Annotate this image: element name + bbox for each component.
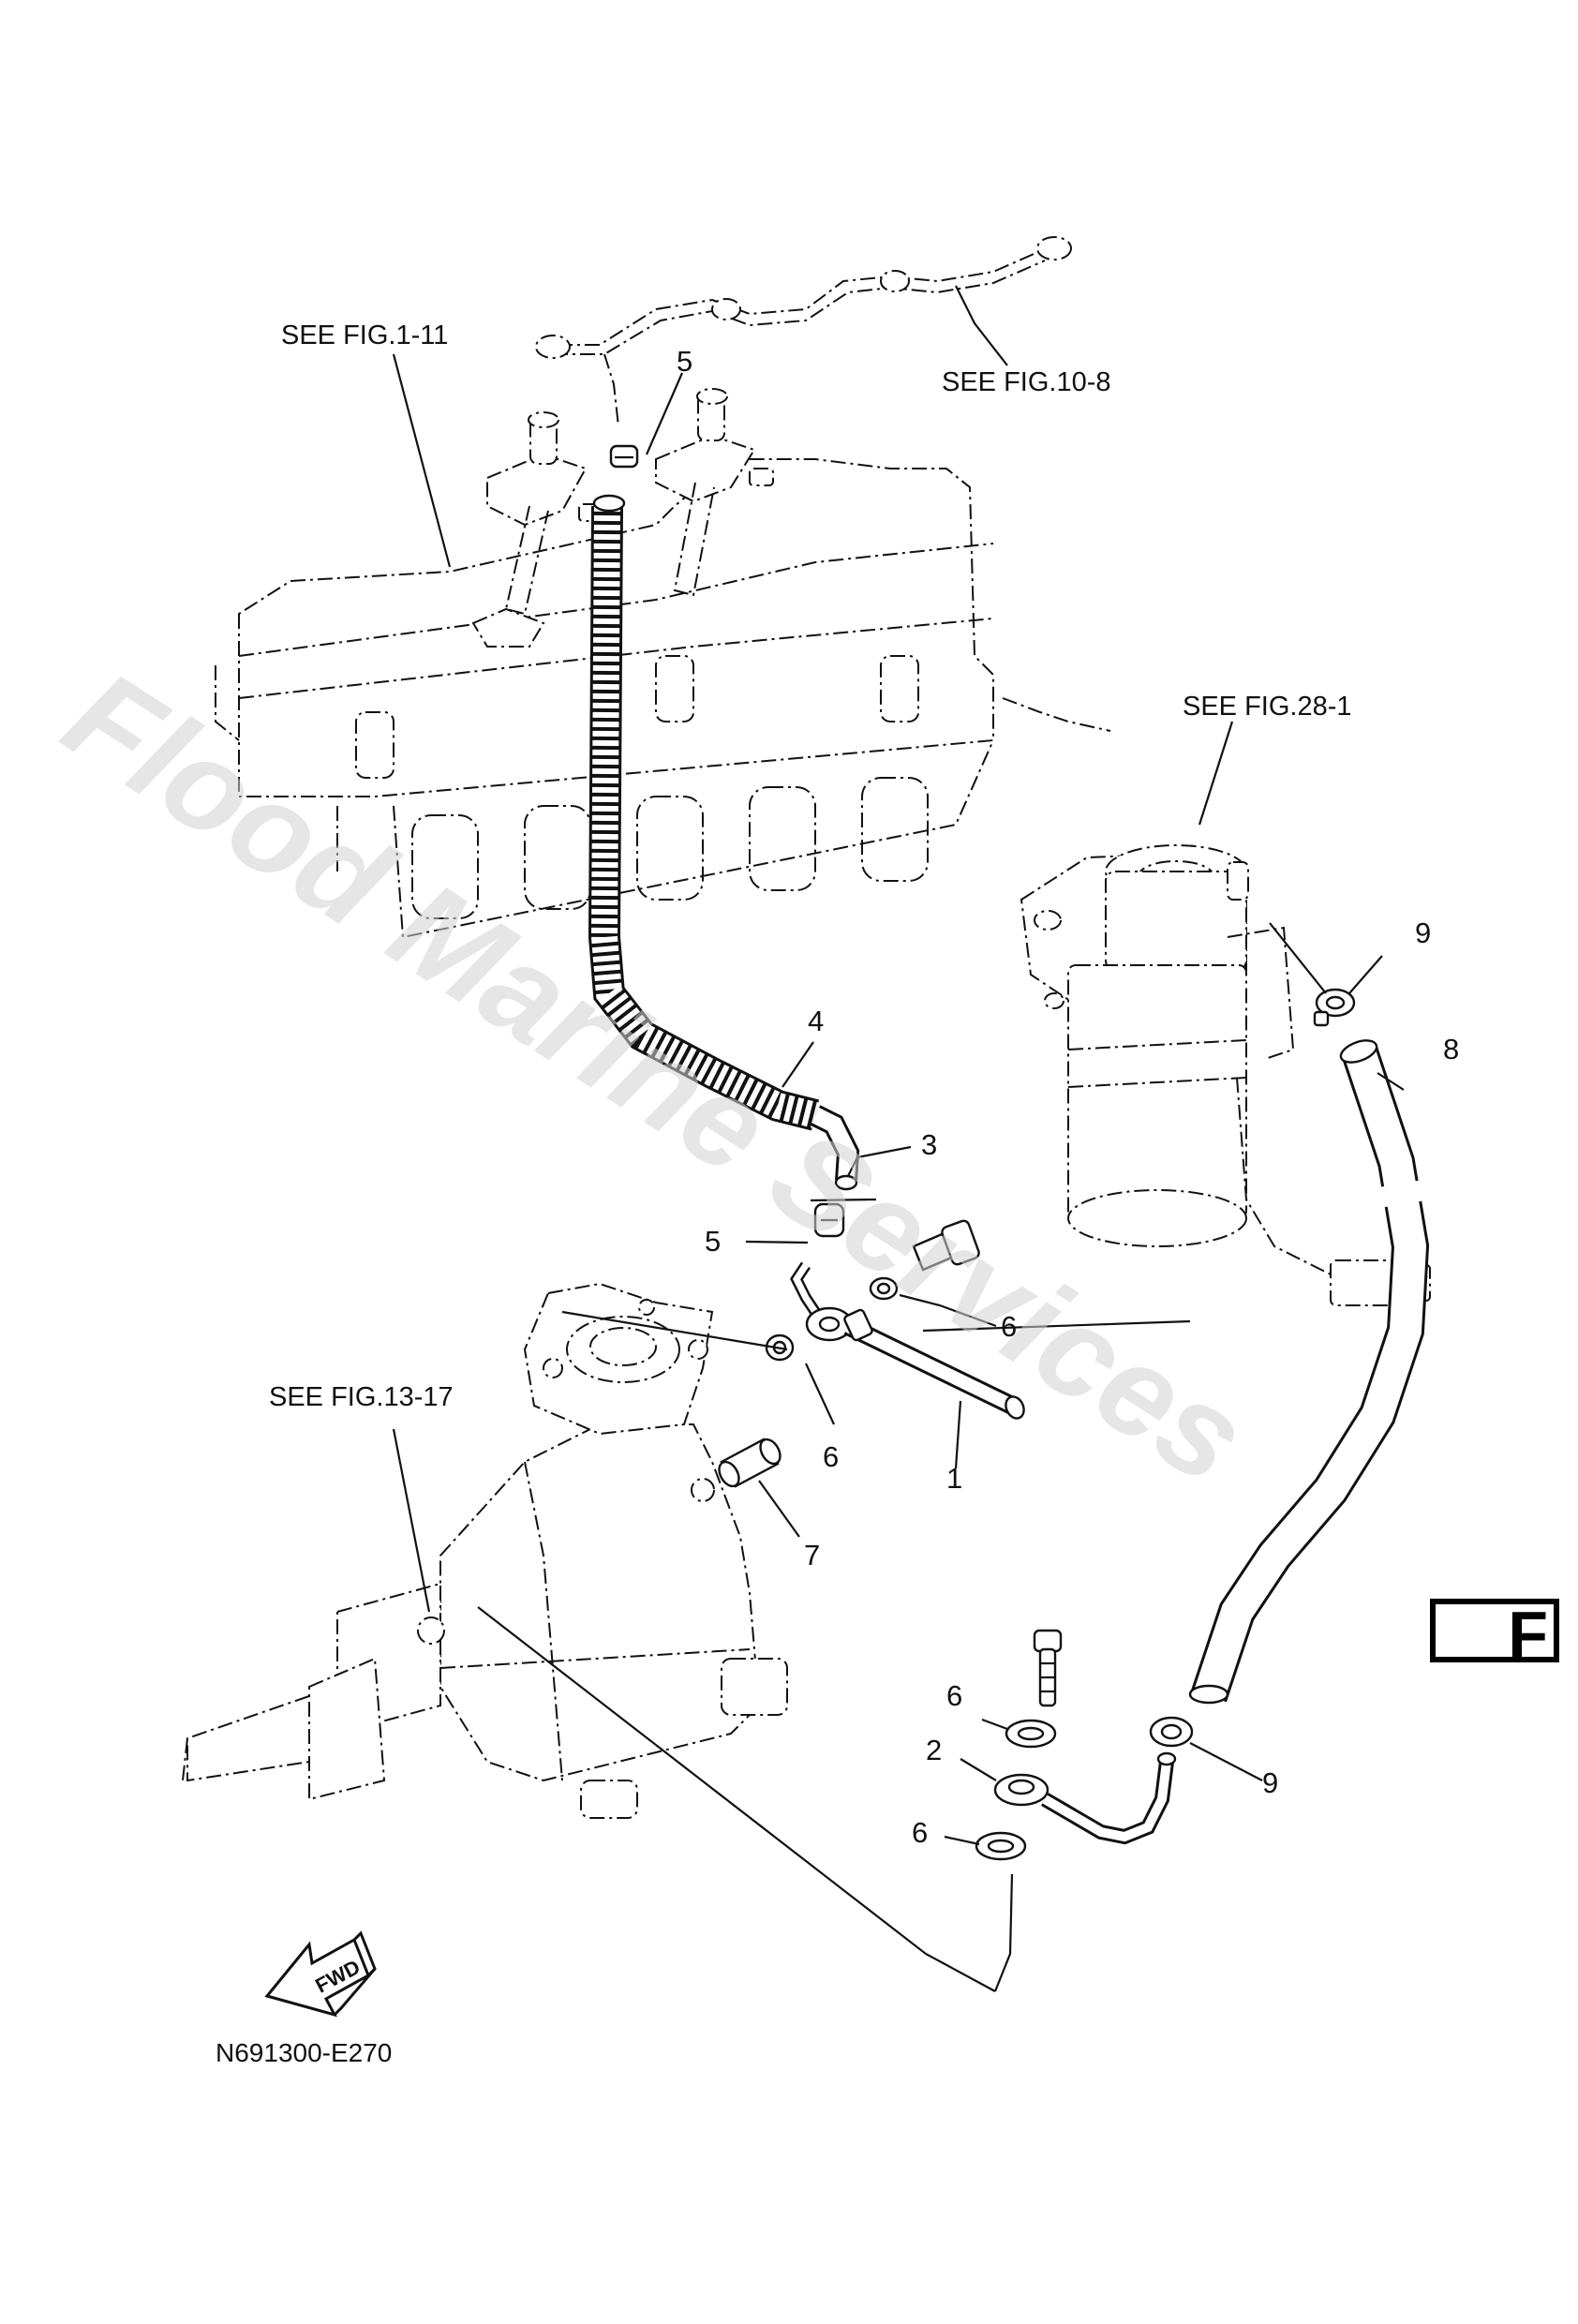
fwd-arrow-icon: FWD xyxy=(264,1930,377,2018)
callout-9-top: 9 xyxy=(1415,916,1431,949)
union-bolt-lower xyxy=(1033,1629,1063,1707)
callout-6-c: 6 xyxy=(946,1679,962,1712)
callout-6-b: 6 xyxy=(823,1440,839,1473)
part-7-fitting xyxy=(718,1438,782,1488)
drive-shaft xyxy=(182,1695,310,1782)
part-9-clamp-top xyxy=(1313,988,1356,1027)
part-9-clamp-bottom xyxy=(1149,1716,1194,1748)
page-mark-letter: F xyxy=(1508,1598,1548,1671)
part-6-washer-c xyxy=(1005,1719,1057,1749)
callout-2: 2 xyxy=(926,1734,942,1766)
callout-5-top: 5 xyxy=(677,345,692,378)
fuel-filter-assembly xyxy=(1020,844,1431,1306)
callout-7: 7 xyxy=(804,1539,820,1572)
union-bolt xyxy=(912,1219,980,1272)
drawing-code: N691300-E270 xyxy=(216,2038,392,2067)
figure-references: SEE FIG.1-11 SEE FIG.10-8 SEE FIG.28-1 S… xyxy=(269,320,1352,1412)
part-6-washer-d xyxy=(975,1831,1027,1861)
part-2-union-pipe xyxy=(993,1751,1177,1845)
callout-3: 3 xyxy=(921,1128,937,1161)
callout-1: 1 xyxy=(946,1462,962,1495)
callout-6-d: 6 xyxy=(912,1816,928,1849)
ref-label-fig-10-8: SEE FIG.10-8 xyxy=(942,367,1111,397)
callout-5-bottom: 5 xyxy=(705,1225,721,1258)
leader-lines xyxy=(392,285,1405,1992)
part-8-fuel-hose xyxy=(1188,1039,1430,1705)
part-6-washer-a xyxy=(869,1276,899,1301)
callout-6-a: 6 xyxy=(1001,1310,1017,1343)
part-5-clip-bottom xyxy=(813,1202,845,1238)
fuel-injectors xyxy=(471,388,774,648)
lower-pump-assembly xyxy=(308,1282,788,1819)
callout-4: 4 xyxy=(808,1005,824,1037)
page-mark-box: F xyxy=(1430,1598,1559,1671)
part-3-hose xyxy=(810,1105,860,1191)
callout-9-bottom: 9 xyxy=(1262,1766,1278,1799)
callout-8: 8 xyxy=(1443,1033,1459,1065)
part-callouts: 1 2 3 4 5 5 6 6 6 6 7 8 9 9 xyxy=(677,345,1459,1849)
ref-label-fig-13-17: SEE FIG.13-17 xyxy=(269,1382,454,1412)
part-5-clip-top xyxy=(609,444,639,469)
part-4-corrugated-tube xyxy=(588,494,820,1131)
part-1-fuel-pipe xyxy=(790,1261,1025,1420)
ref-label-fig-1-11: SEE FIG.1-11 xyxy=(281,320,448,350)
ref-label-fig-28-1: SEE FIG.28-1 xyxy=(1183,692,1352,722)
injection-pipe xyxy=(535,236,1072,427)
